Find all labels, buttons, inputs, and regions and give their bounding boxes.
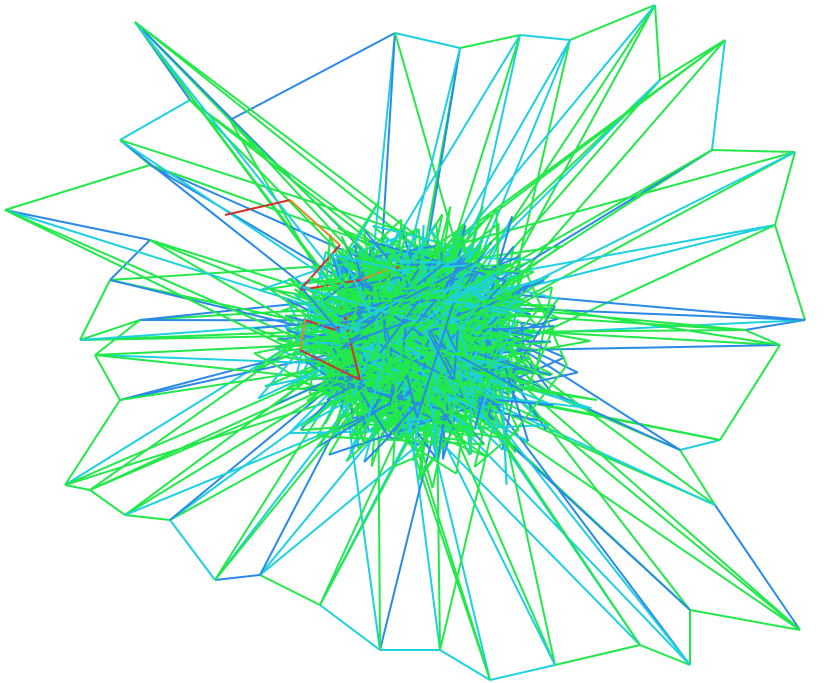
network-edge: [120, 100, 190, 140]
network-edge: [95, 355, 120, 400]
network-edge: [655, 5, 660, 80]
network-edge: [490, 665, 555, 680]
network-edge: [304, 341, 386, 342]
network-edge: [215, 575, 260, 580]
network-edge: [320, 605, 380, 650]
network-edge: [403, 40, 725, 277]
network-edge: [260, 575, 320, 605]
network-edge: [125, 515, 170, 520]
network-edge: [348, 300, 393, 301]
network-edge: [775, 152, 795, 225]
network-edge: [90, 490, 125, 515]
network-edge: [110, 240, 150, 280]
network-edge: [712, 150, 795, 152]
network-edge: [775, 225, 805, 320]
network-edge: [5, 210, 150, 240]
network-edge: [555, 645, 640, 665]
network-edge: [680, 440, 720, 450]
network-edge: [720, 345, 780, 440]
network-edge: [395, 33, 460, 48]
network-edge: [418, 152, 795, 255]
network-edge: [460, 35, 520, 48]
network-edge: [712, 40, 725, 150]
network-edge: [65, 485, 90, 490]
network-edge: [170, 520, 215, 580]
network-edge: [520, 35, 570, 40]
network-edge: [230, 33, 395, 120]
network-edge: [5, 165, 150, 210]
network-edge: [690, 610, 800, 630]
